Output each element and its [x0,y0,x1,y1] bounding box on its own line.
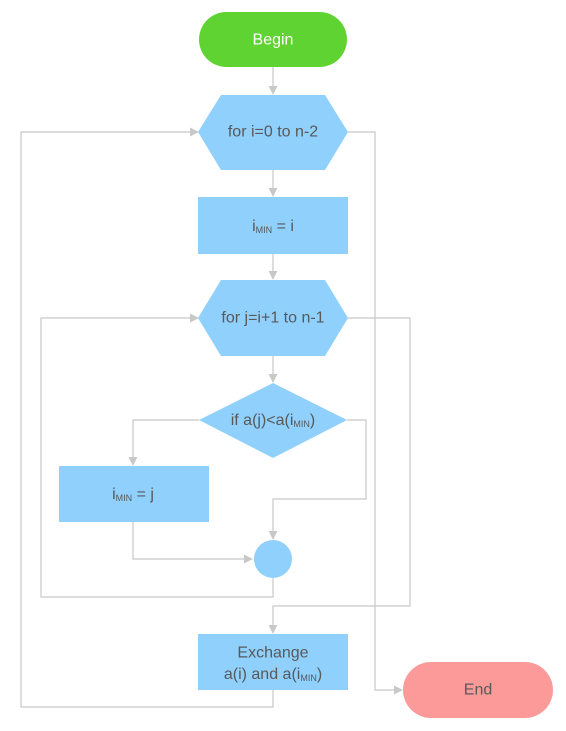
update-min-subscript: MIN [116,493,133,503]
update-min-label: iMIN = j [112,486,154,504]
update-min-variable: i [112,486,116,503]
begin-shape [199,12,347,67]
outer-loop-node: for i=0 to n-2 [198,95,348,170]
connector-inner-loop-to-exchange [268,317,411,634]
exchange-node: Exchange a(i) and a(iMIN) [198,634,348,690]
connector-exchange-to-outer-loop [20,127,274,708]
end-terminal: End [403,662,553,718]
init-min-node: iMIN = i [198,197,348,254]
exchange-line2-prefix: a(i) and a(i [224,666,300,683]
init-min-assignment: = i [272,218,294,235]
exchange-subscript: MIN [300,673,317,683]
update-min-assignment: = j [132,486,154,503]
outer-loop-label: for i=0 to n-2 [228,124,318,141]
update-min-shape [59,466,209,522]
exchange-line1: Exchange [237,645,308,662]
decision-close: ) [310,412,315,429]
merge-connector-node [254,540,292,578]
decision-node: if a(j)<a(iMIN) [199,383,347,458]
decision-shape [199,383,347,458]
exchange-shape [198,634,348,690]
connector-outer-loop-to-end [348,131,403,695]
connector-decision-to-update-min [128,419,199,466]
inner-loop-label: for j=i+1 to n-1 [221,310,324,327]
decision-condition: if a(j)<a(i [231,412,294,429]
exchange-line2: a(i) and a(iMIN) [224,666,322,684]
end-label: End [464,682,492,699]
inner-loop-node: for j=i+1 to n-1 [198,280,348,356]
init-min-shape [198,197,348,254]
connector-decision-to-merge [268,419,367,540]
outer-loop-shape [198,95,348,170]
begin-terminal: Begin [199,12,347,67]
init-min-subscript: MIN [256,225,273,235]
begin-label: Begin [253,32,294,49]
init-min-variable: i [252,218,256,235]
exchange-line2-suffix: ) [317,666,322,683]
end-shape [403,662,553,718]
connectors [20,67,411,708]
init-min-label: iMIN = i [252,218,294,236]
connector-update-min-to-merge [132,522,253,564]
inner-loop-shape [198,280,348,356]
decision-subscript: MIN [293,419,310,429]
update-min-node: iMIN = j [59,466,209,522]
decision-label: if a(j)<a(iMIN) [231,412,316,430]
connector-merge-to-inner-loop [40,313,274,598]
